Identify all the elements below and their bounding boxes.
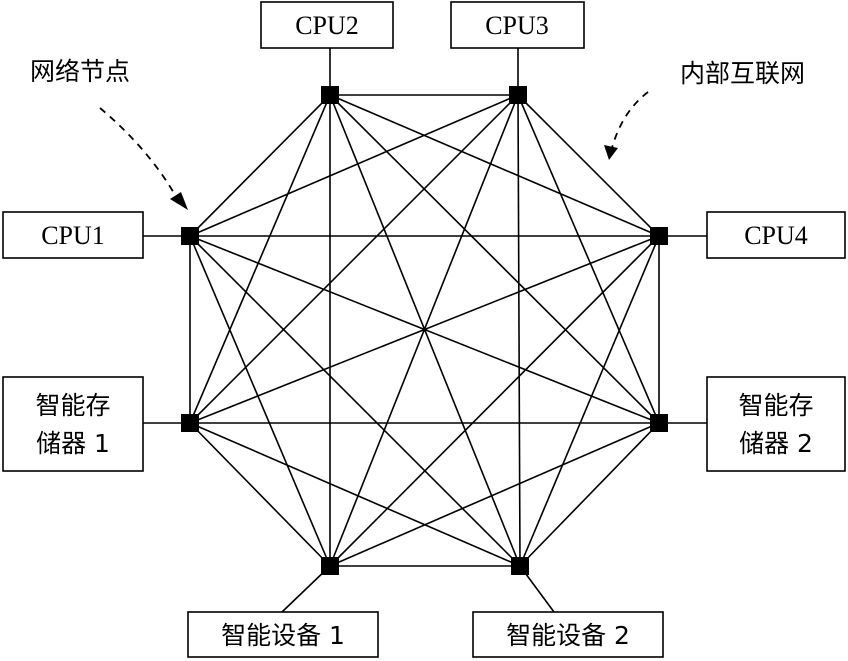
node-cpu2	[321, 86, 339, 104]
box-device1	[187, 611, 379, 658]
box-cpu3	[450, 1, 585, 49]
mesh-link-cpu4-device1	[329, 235, 660, 567]
box-storage2	[706, 376, 846, 472]
mesh-link-cpu3-cpu4	[517, 94, 660, 237]
node-device1	[321, 557, 339, 575]
mesh-link-cpu3-cpu1	[189, 94, 519, 237]
label-cpu4: CPU4	[744, 221, 808, 250]
label-device1: 智能设备 1	[221, 621, 345, 650]
label-storage2-line1: 智能存	[738, 391, 813, 420]
node-storage1	[181, 414, 199, 432]
label-device2: 智能设备 2	[506, 621, 630, 650]
annotation-arrows	[99, 91, 649, 201]
node-storage2	[650, 414, 668, 432]
mesh-link-cpu2-storage1	[189, 94, 331, 424]
mesh-connections	[189, 94, 660, 567]
box-cpu4	[706, 211, 846, 259]
mesh-link-cpu2-storage2	[329, 94, 660, 424]
arrow-network-node	[99, 107, 179, 201]
mesh-link-cpu2-cpu1	[189, 94, 331, 237]
arrowhead-network-node	[170, 192, 188, 210]
mesh-link-cpu2-cpu4	[329, 94, 660, 237]
mesh-link-device2-storage1	[189, 422, 521, 567]
network-nodes	[181, 86, 668, 575]
node-cpu1	[181, 227, 199, 245]
mesh-link-cpu3-storage2	[517, 94, 660, 424]
label-storage2-line2: 储器 2	[739, 429, 813, 458]
mesh-link-storage2-cpu1	[189, 235, 660, 424]
mesh-link-device1-cpu1	[189, 235, 331, 567]
mesh-link-device1-storage1	[189, 422, 331, 567]
annotation-interconnect: 内部互联网	[680, 59, 805, 88]
node-device2	[511, 557, 529, 575]
mesh-link-cpu4-device2	[519, 235, 660, 567]
mesh-link-device2-cpu1	[189, 235, 521, 567]
box-cpu1	[2, 211, 144, 259]
node-cpu4	[650, 227, 668, 245]
arrow-heads	[170, 145, 618, 210]
label-storage1-line2: 储器 1	[36, 429, 110, 458]
node-cpu3	[509, 86, 527, 104]
arrowhead-interconnect	[604, 145, 618, 160]
box-storage1	[2, 376, 144, 472]
annotation-network-node: 网络节点	[30, 57, 130, 86]
label-storage1-line1: 智能存	[35, 391, 110, 420]
mesh-link-storage2-device2	[519, 422, 660, 567]
box-device2	[472, 611, 664, 658]
mesh-link-cpu3-storage1	[189, 94, 519, 424]
label-cpu2: CPU2	[295, 11, 359, 40]
label-cpu1: CPU1	[41, 221, 105, 250]
mesh-link-cpu3-device2	[517, 94, 521, 567]
label-cpu3: CPU3	[485, 11, 549, 40]
box-cpu2	[260, 1, 394, 49]
arrow-interconnect	[611, 91, 649, 149]
mesh-link-storage2-device1	[329, 422, 660, 567]
